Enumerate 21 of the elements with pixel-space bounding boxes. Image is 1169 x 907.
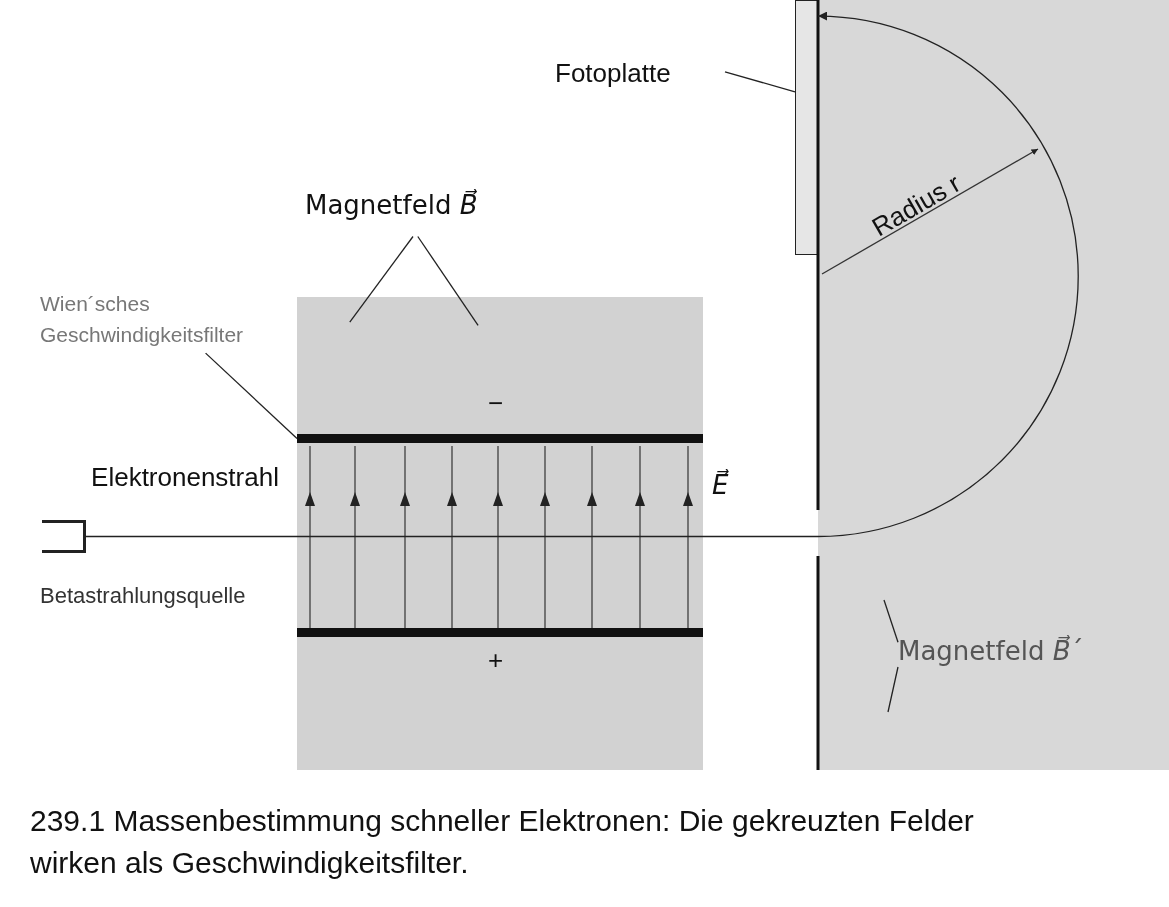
leader-line — [883, 599, 899, 643]
capacitor-plate — [297, 434, 703, 443]
field-region — [297, 297, 703, 770]
charge-sign: − — [488, 388, 505, 419]
charge-sign: + — [488, 645, 505, 676]
leader-line — [887, 666, 899, 713]
leader-line — [417, 235, 479, 327]
leader-line — [349, 235, 414, 323]
part-label: Magnetfeld B⃗ — [305, 190, 545, 221]
source-label: Betastrahlungsquelle — [40, 582, 247, 610]
beam-arrow — [85, 12, 1079, 538]
photo-plate — [795, 0, 818, 255]
figure-caption: 239.1 Massenbestimmung schneller Elektronen: Die gekreuzten Felder wirken als Geschwindigkeitsfilter. — [30, 803, 975, 881]
leader-line — [204, 352, 298, 440]
leader-line — [724, 71, 796, 93]
beam-label: Elektronenstrahl — [90, 462, 280, 493]
part-label: Magnetfeld B⃗´ — [898, 636, 1158, 667]
part-label: Fotoplatte — [555, 58, 725, 89]
source-icon — [42, 520, 86, 553]
part-label: Wien´sches Geschwindigkeitsfilter — [40, 288, 270, 350]
field-symbol: E⃗ — [712, 470, 730, 501]
